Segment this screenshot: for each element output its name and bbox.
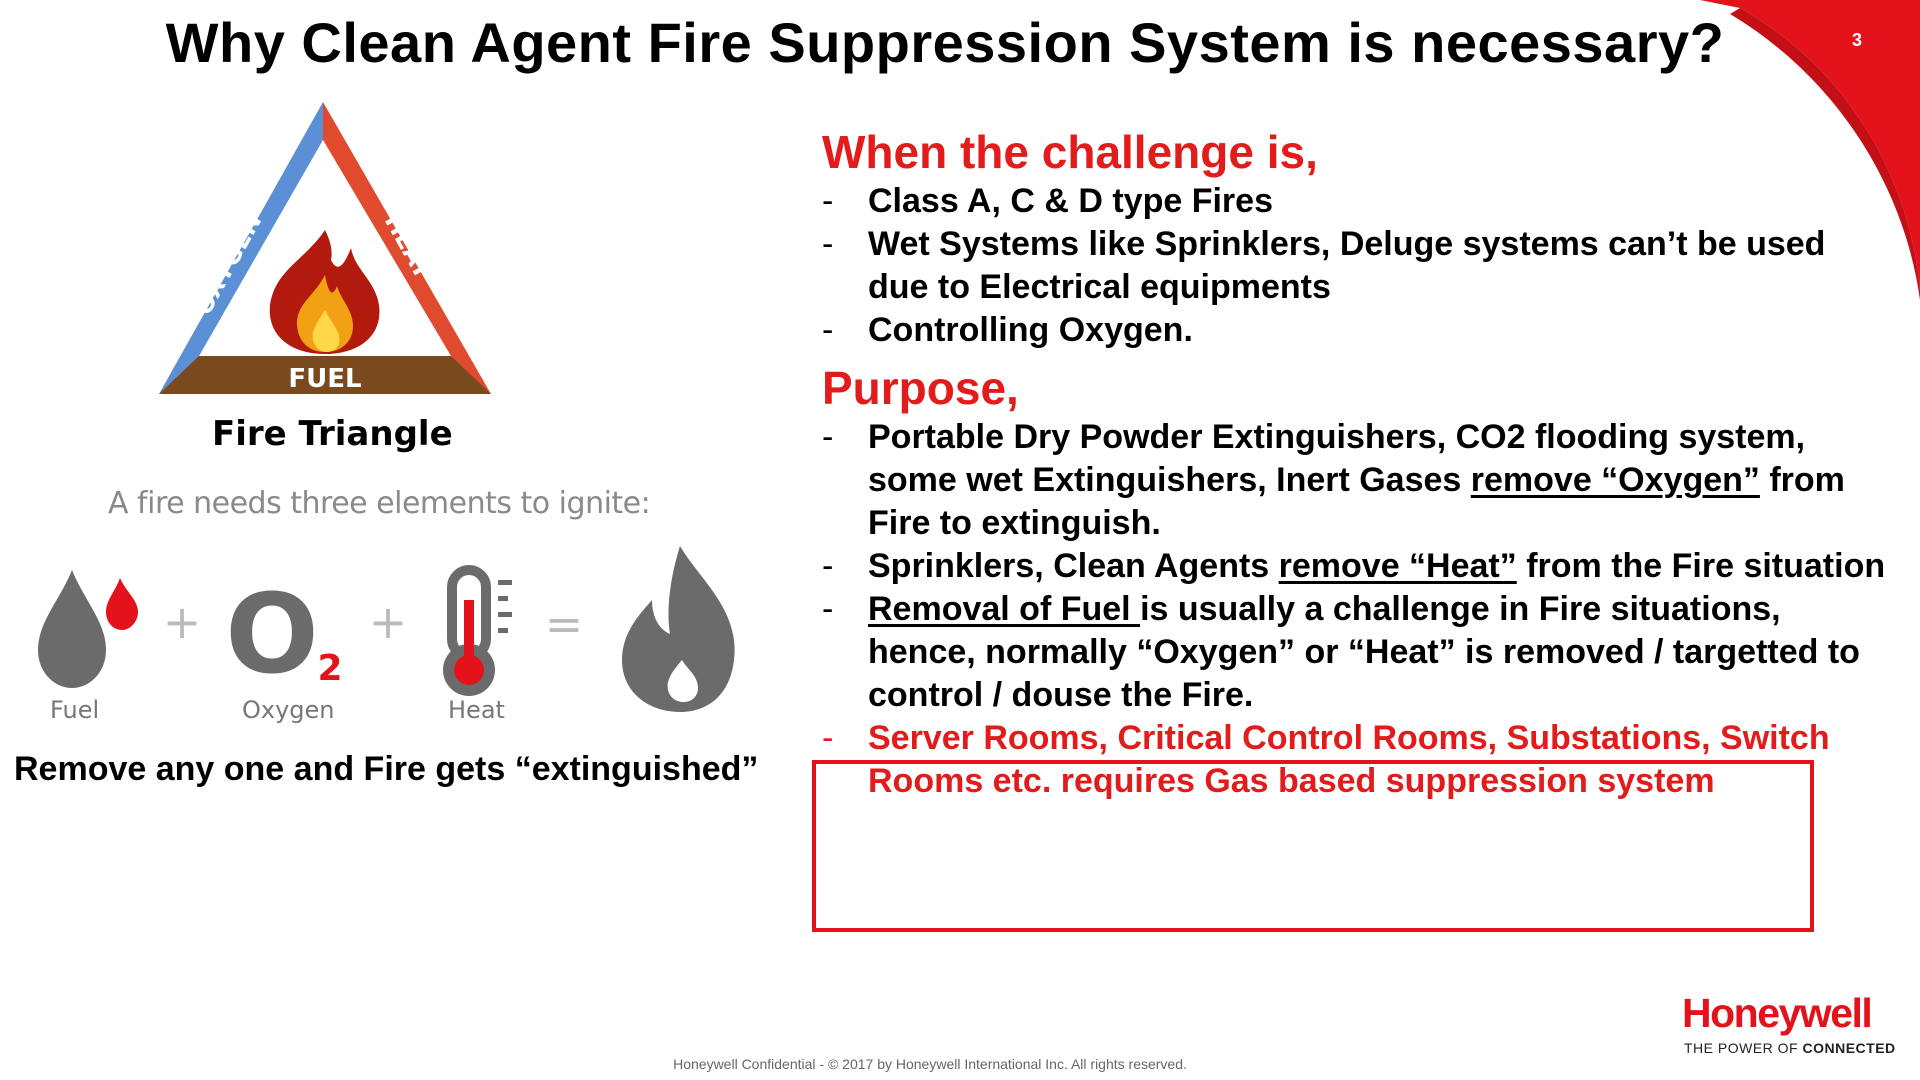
underlined-phrase: remove “Heat”: [1278, 547, 1517, 585]
heat-label: Heat: [448, 696, 505, 724]
remove-element-note: Remove any one and Fire gets “extinguish…: [14, 750, 759, 788]
content-column: When the challenge is, -Class A, C & D t…: [822, 124, 1892, 803]
fuel-label: Fuel: [50, 696, 100, 724]
fire-triangle-caption: Fire Triangle: [212, 414, 453, 454]
challenge-heading: When the challenge is,: [822, 126, 1318, 178]
heat-side: [323, 102, 491, 394]
plus-sign-2: +: [369, 595, 408, 649]
challenge-list: -Class A, C & D type Fires -Wet Systems …: [822, 180, 1892, 352]
honeywell-logo: Honeywell: [1682, 990, 1873, 1036]
purpose-list: -Portable Dry Powder Extinguishers, CO2 …: [822, 416, 1892, 803]
equals-sign: =: [545, 597, 584, 651]
list-item: -Portable Dry Powder Extinguishers, CO2 …: [822, 418, 1845, 542]
list-item: -Controlling Oxygen.: [822, 311, 1193, 349]
highlighted-list-item: -Server Rooms, Critical Control Rooms, S…: [822, 719, 1830, 800]
fire-triangle-diagram: OXYGEN HEAT FUEL: [159, 102, 491, 394]
list-item: -Wet Systems like Sprinklers, Deluge sys…: [822, 225, 1826, 306]
corner-swoosh: [1700, 0, 1920, 300]
flame-icon: [269, 230, 380, 354]
underlined-phrase: Removal of Fuel: [868, 590, 1141, 628]
oxygen-label: Oxygen: [242, 696, 335, 724]
oxygen-subscript: 2: [317, 648, 342, 689]
slide-title: Why Clean Agent Fire Suppression System …: [165, 11, 1725, 74]
oxygen-side: [159, 102, 323, 394]
list-item: -Sprinklers, Clean Agents remove “Heat” …: [822, 547, 1886, 585]
fire-elements-equation: + O 2 + =: [38, 546, 735, 712]
list-item: -Removal of Fuel is usually a challenge …: [822, 590, 1860, 714]
list-item: -Class A, C & D type Fires: [822, 182, 1273, 220]
confidential-footer: Honeywell Confidential - © 2017 by Honey…: [673, 1056, 1187, 1072]
fuel-base-label: FUEL: [288, 364, 361, 394]
slide-number: 3: [1851, 30, 1862, 50]
underlined-phrase: remove “Oxygen”: [1470, 461, 1760, 499]
elements-heading: A fire needs three elements to ignite:: [108, 486, 651, 521]
brand-tagline: THE POWER OF CONNECTED: [1684, 1040, 1896, 1056]
fuel-base: [159, 356, 491, 394]
fire-icon: [622, 546, 735, 712]
purpose-heading: Purpose,: [822, 362, 1019, 414]
highlight-box: [812, 760, 1814, 932]
oxygen-symbol: O: [225, 570, 319, 698]
plus-sign-1: +: [163, 595, 202, 649]
fuel-drop-icon: [38, 570, 138, 688]
thermometer-icon: [443, 565, 512, 696]
